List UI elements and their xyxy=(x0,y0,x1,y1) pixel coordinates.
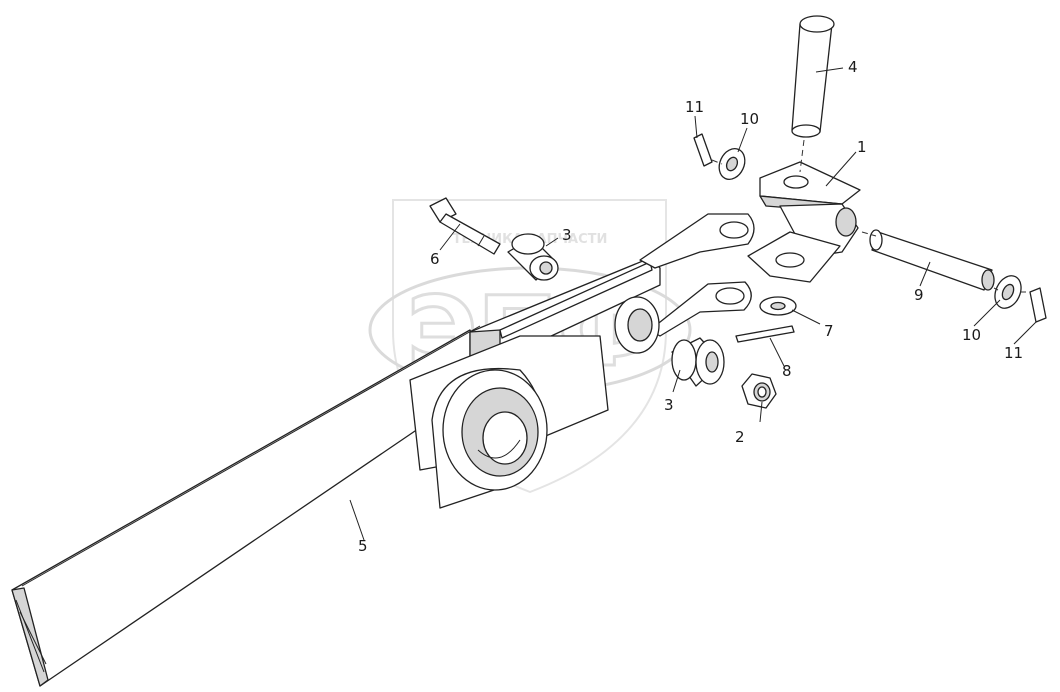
callout-7: 7 xyxy=(824,322,834,340)
bushing-part-3-lower xyxy=(671,337,725,387)
callout-11-right: 11 xyxy=(1004,344,1023,362)
nut-part-2 xyxy=(741,373,777,409)
callout-9: 9 xyxy=(914,286,924,304)
bracket-part-1 xyxy=(747,161,861,283)
pin-part-4 xyxy=(791,15,835,173)
cotter-pin-part-11-left xyxy=(693,133,723,167)
bushing-part-3-upper xyxy=(507,233,559,281)
callout-10-left: 10 xyxy=(740,110,759,128)
bolt-part-6 xyxy=(429,197,501,255)
cotter-pin-part-8 xyxy=(735,325,795,343)
callout-3-lower: 3 xyxy=(664,396,674,414)
washer-part-10-left xyxy=(718,147,746,181)
callout-4: 4 xyxy=(848,58,858,76)
washer-part-7 xyxy=(759,296,797,316)
callout-1: 1 xyxy=(857,138,867,156)
washer-part-10-right xyxy=(993,275,1022,309)
callout-2: 2 xyxy=(735,428,745,446)
leader-lines xyxy=(349,67,1037,541)
callout-labels: 1 2 3 3 4 5 6 7 8 9 10 10 11 11 xyxy=(358,58,1023,555)
callout-10-right: 10 xyxy=(962,326,981,344)
leaf-spring-part-5 xyxy=(11,213,755,687)
callout-11-left: 11 xyxy=(685,98,704,116)
callout-6: 6 xyxy=(430,250,440,268)
callout-5: 5 xyxy=(358,537,368,555)
pin-part-9 xyxy=(861,229,995,291)
callout-8: 8 xyxy=(782,362,792,380)
callout-3-upper: 3 xyxy=(562,226,572,244)
cotter-pin-part-11-right xyxy=(1020,287,1047,323)
